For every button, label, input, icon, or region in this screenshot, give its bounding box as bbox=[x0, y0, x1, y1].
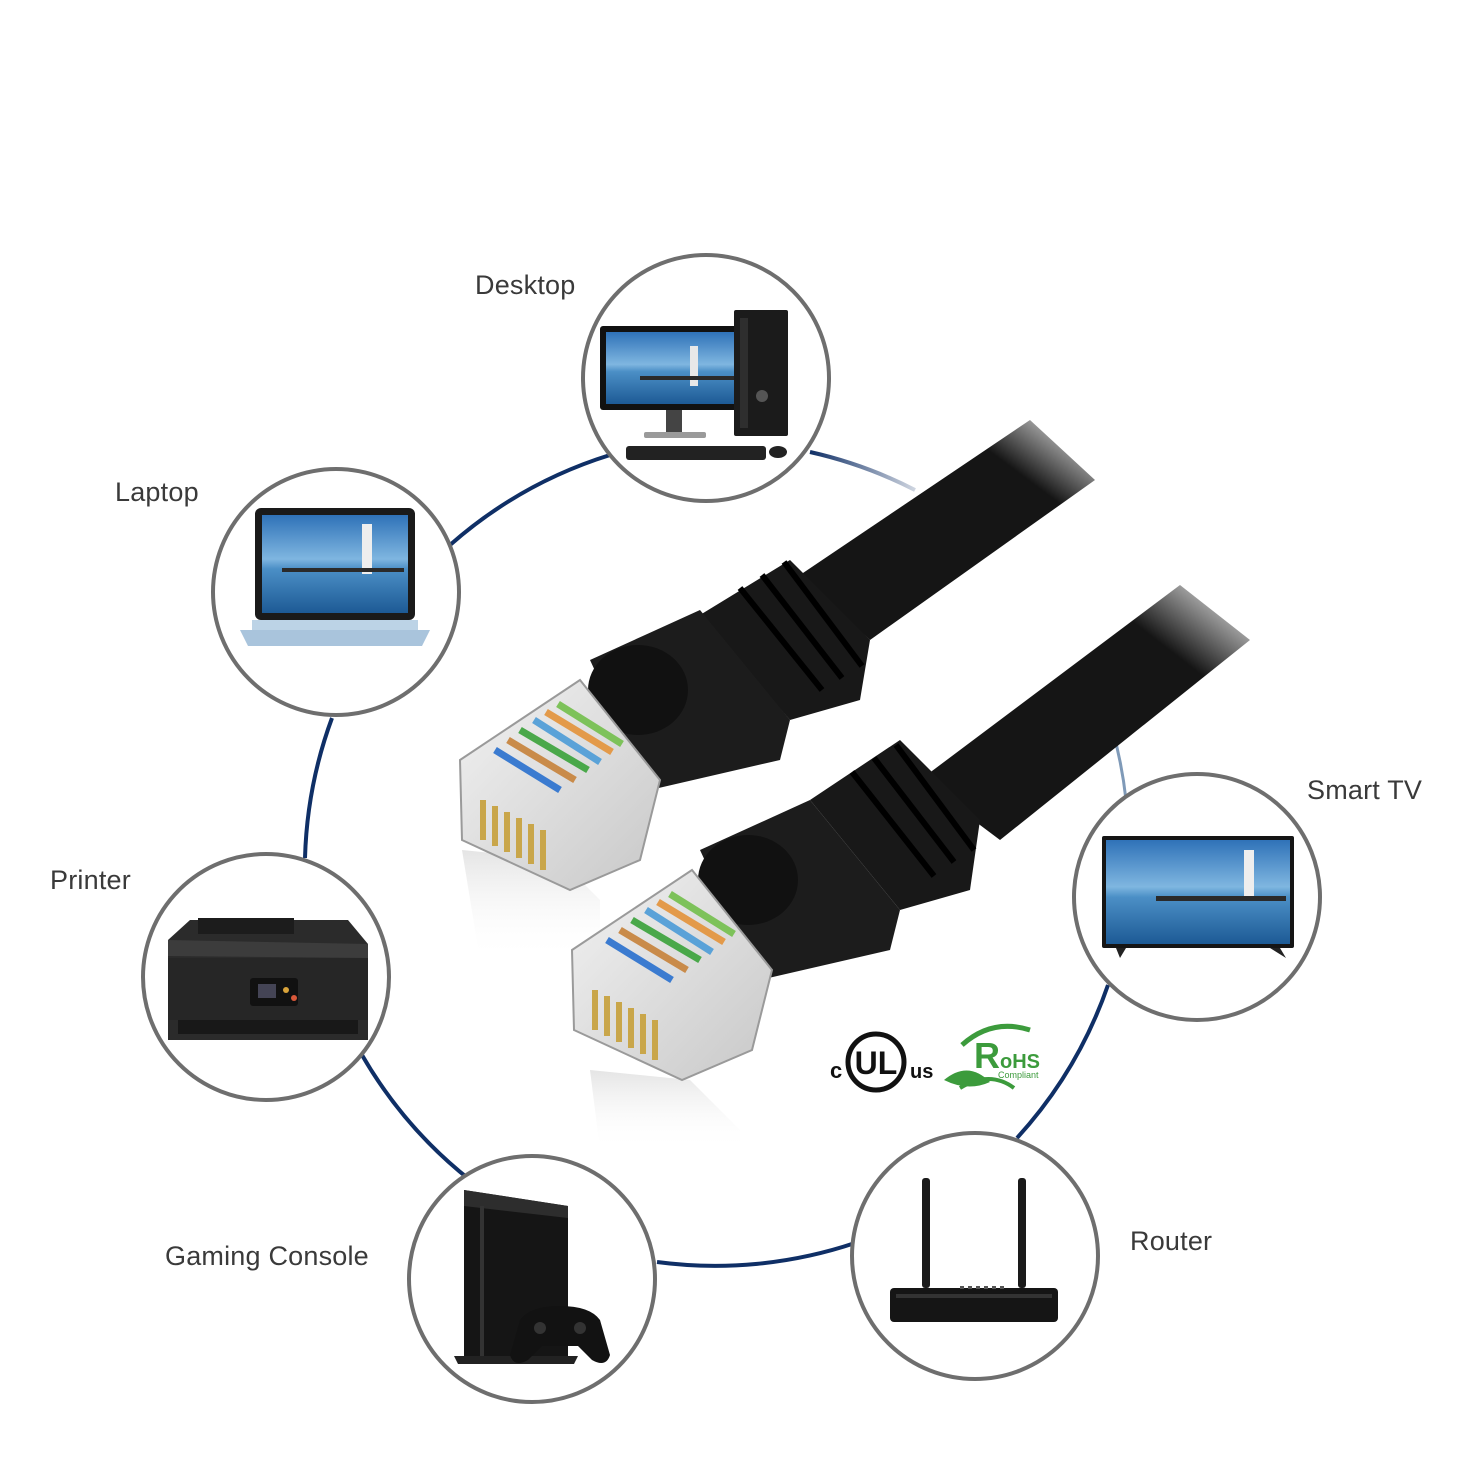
ul-center-text: UL bbox=[855, 1045, 898, 1081]
ul-left-text: c bbox=[830, 1058, 842, 1083]
rohs-letter: R bbox=[974, 1035, 1000, 1076]
label-router: Router bbox=[1130, 1226, 1213, 1256]
ul-mark-icon: c UL us bbox=[830, 1031, 933, 1093]
laptop-icon bbox=[240, 508, 430, 646]
printer-icon bbox=[168, 918, 368, 1040]
rohs-text: oHS bbox=[1000, 1051, 1040, 1073]
ethernet-cable-icon bbox=[458, 420, 1250, 1150]
network-ring bbox=[303, 450, 1128, 1268]
rohs-sub: Compliant bbox=[998, 1070, 1039, 1080]
gaming-console-icon bbox=[454, 1190, 610, 1364]
router-icon bbox=[890, 1178, 1058, 1322]
label-printer: Printer bbox=[50, 865, 131, 895]
label-laptop: Laptop bbox=[115, 477, 199, 507]
ul-right-text: us bbox=[910, 1061, 933, 1083]
smart-tv-icon bbox=[1102, 836, 1294, 958]
label-gaming-console: Gaming Console bbox=[165, 1241, 369, 1271]
rohs-mark-icon: R oHS Compliant bbox=[944, 1023, 1040, 1090]
label-smart-tv: Smart TV bbox=[1307, 775, 1423, 805]
label-desktop: Desktop bbox=[475, 270, 576, 300]
desktop-icon bbox=[600, 310, 788, 460]
